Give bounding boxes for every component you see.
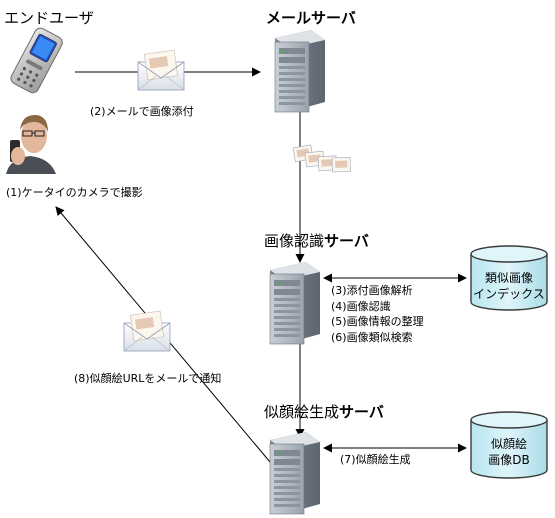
- image-attachments-icon: [292, 144, 351, 173]
- portrait-server-label-prefix: 似顔絵生成: [264, 403, 340, 421]
- recognition-server-label-prefix: 画像認識: [264, 232, 325, 250]
- index-db-label-line2: インデックス: [473, 287, 545, 301]
- notify-envelope-icon: [123, 310, 171, 352]
- recognition-server-label-suffix: サーバ: [324, 232, 369, 250]
- index-db-label: 類似画像 インデックス: [471, 270, 547, 302]
- steps-3-6-group: (3)添付画像解析 (4)画像認識 (5)画像情報の整理 (6)画像類似検索: [331, 283, 424, 345]
- step-4-label: (4)画像認識: [331, 299, 391, 313]
- step-7-label: (7)似顔絵生成: [340, 453, 411, 466]
- mail-envelope-icon: [137, 49, 185, 91]
- step-1-label: (1)ケータイのカメラで撮影: [6, 186, 143, 199]
- portrait-db-label: 似顔絵 画像DB: [471, 436, 547, 468]
- end-user-label: エンドユーザ: [4, 9, 94, 27]
- index-db-label-line1: 類似画像: [484, 271, 533, 285]
- step-2-label: (2)メールで画像添付: [90, 105, 194, 118]
- mail-server-label: メールサーバ: [266, 9, 356, 27]
- portrait-db-label-line1: 似顔絵: [490, 437, 527, 451]
- mobile-phone-icon: [10, 27, 63, 94]
- portrait-db-cylinder: [470, 411, 548, 479]
- mail-server-icon: [274, 29, 326, 113]
- portrait-server-icon: [269, 431, 321, 515]
- step-6-label: (6)画像類似検索: [331, 330, 413, 344]
- step-3-label: (3)添付画像解析: [331, 284, 413, 297]
- portrait-db-label-line2: 画像DB: [488, 453, 530, 467]
- index-db-cylinder: [470, 245, 548, 311]
- portrait-server-label-suffix: サーバ: [339, 403, 384, 421]
- user-photo: [4, 106, 56, 174]
- recognition-server-label: 画像認識サーバ: [264, 234, 369, 249]
- portrait-server-label: 似顔絵生成サーバ: [264, 405, 384, 420]
- step-5-label: (5)画像情報の整理: [331, 315, 424, 328]
- step-8-label: (8)似顔絵URLをメールで通知: [74, 372, 222, 385]
- recognition-server-icon: [269, 261, 321, 345]
